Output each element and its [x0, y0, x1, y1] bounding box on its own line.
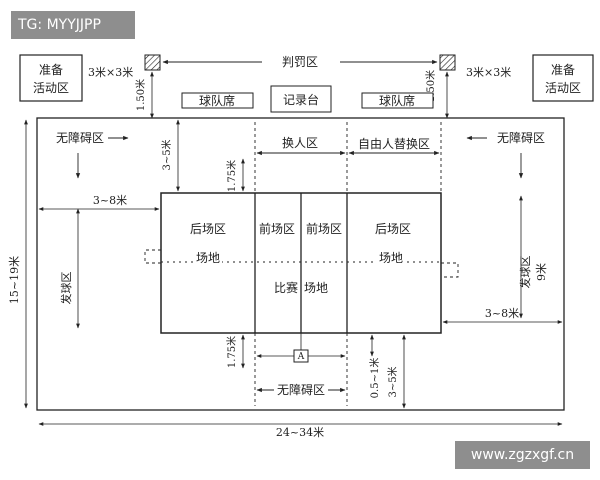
libero-zone-label: 自由人替换区	[358, 137, 430, 151]
court-label-right: 场地	[379, 251, 403, 265]
penalty-area-label: 判罚区	[282, 55, 318, 69]
warmup-size-left: 3米×3米	[88, 66, 133, 79]
dim-bottom-3-5: 3~5米	[386, 366, 399, 397]
team-bench-right-label: 球队席	[379, 93, 415, 108]
team-bench-right	[361, 92, 434, 109]
team-bench-left	[181, 92, 254, 109]
dim-05-1: 0.5~1米	[368, 358, 381, 399]
referee-mark: A	[297, 352, 305, 362]
dim-height: 15~19米	[8, 256, 21, 304]
court-label-left: 场地	[196, 251, 220, 265]
scorer-table	[270, 85, 332, 113]
venue-boundary	[36, 117, 565, 411]
match-label-left: 比赛	[274, 280, 298, 295]
penalty-box-left	[144, 54, 161, 71]
dim-150-left: 1.50米	[134, 79, 147, 111]
warmup-left-line2: 活动区	[33, 81, 69, 95]
watermark: www.zgzxgf.cn	[455, 441, 590, 469]
dim-right-3-8: 3~8米	[485, 307, 519, 320]
top-left-tag: TG: MYYJJPP	[11, 11, 135, 39]
warmup-right-line2: 活动区	[545, 81, 581, 95]
dim-top-3-5: 3~5米	[160, 139, 173, 170]
scorer-table-label: 记录台	[283, 92, 319, 107]
back-zone-right: 后场区	[375, 222, 411, 236]
free-zone-bottom-bg	[274, 383, 328, 397]
dim-175-bottom: 1.75米	[225, 336, 238, 368]
zone-extension-lines	[144, 122, 459, 406]
warmup-left-line1: 准备	[39, 63, 63, 77]
front-zone-right: 前场区	[306, 221, 342, 236]
dim-9m: 9米	[535, 263, 548, 281]
warmup-area-right	[532, 54, 594, 102]
back-zone-left: 后场区	[190, 222, 226, 236]
serve-area-left: 发球区	[59, 272, 73, 305]
serve-area-right: 发球区	[518, 256, 532, 289]
substitution-zone-label: 换人区	[282, 136, 318, 150]
front-zone-left: 前场区	[259, 221, 295, 236]
court-left-bg	[194, 251, 222, 265]
warmup-right-line1: 准备	[551, 63, 575, 77]
free-zone-bottom-label: 无障碍区	[277, 382, 325, 397]
warmup-size-right: 3米×3米	[466, 66, 511, 79]
match-label-right: 场地	[304, 281, 328, 295]
free-zone-right-label: 无障碍区	[497, 130, 545, 145]
dim-width: 24~34米	[276, 426, 324, 439]
court-right-bg	[377, 251, 405, 265]
team-bench-left-label: 球队席	[199, 93, 235, 108]
substitution-zone-bg	[278, 136, 324, 150]
warmup-area-left	[19, 54, 83, 102]
dim-left-3-8: 3~8米	[93, 194, 127, 207]
dim-175-top: 1.75米	[225, 160, 238, 192]
penalty-box-right	[439, 54, 456, 71]
free-zone-left-label: 无障碍区	[56, 130, 104, 145]
